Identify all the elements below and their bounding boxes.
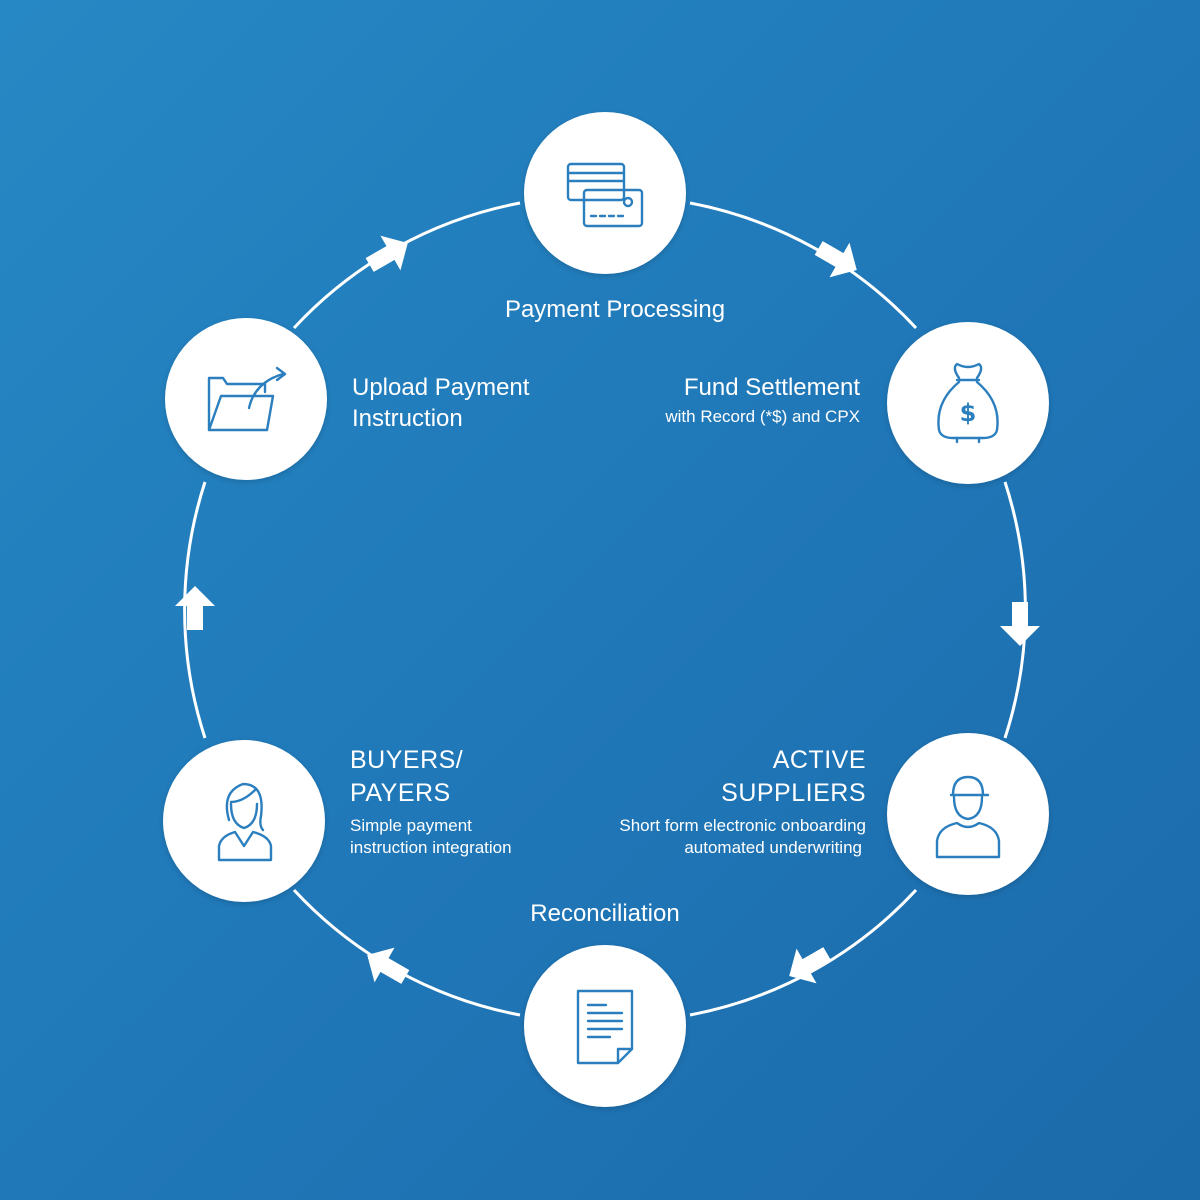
step-active-suppliers	[887, 733, 1049, 895]
reconciliation-title: Reconciliation	[530, 900, 680, 927]
fund-settlement-title: Fund Settlement	[683, 374, 860, 401]
svg-text:$: $	[960, 399, 977, 427]
arrow-left-icon	[367, 947, 410, 984]
connector-arc	[689, 201, 918, 330]
arrow-right-down-icon	[814, 241, 857, 278]
woman-user-icon	[217, 782, 273, 862]
step-fund-settlement: $	[887, 322, 1049, 484]
step-reconciliation	[524, 945, 686, 1107]
active-suppliers-subtitle-2: automated underwriting	[684, 838, 862, 857]
arrow-down-icon	[1000, 602, 1040, 646]
step-payment-processing	[524, 112, 686, 274]
buyers-payers-subtitle-1: Simple payment	[350, 816, 472, 835]
arrow-up-icon	[175, 586, 215, 630]
credit-card-icon	[566, 162, 644, 228]
active-suppliers-title-2: SUPPLIERS	[721, 779, 866, 807]
upload-instruction-title-1: Upload Payment	[352, 374, 530, 401]
document-icon	[576, 989, 634, 1065]
worker-icon	[935, 775, 1001, 859]
step-upload-instruction	[165, 318, 327, 480]
folder-upload-icon	[207, 366, 287, 432]
buyers-payers-title-1: BUYERS/	[350, 746, 464, 774]
money-bag-icon: $	[937, 362, 999, 444]
active-suppliers-title-1: ACTIVE	[772, 746, 866, 774]
active-suppliers-subtitle-1: Short form electronic onboarding	[619, 816, 866, 835]
buyers-payers-title-2: PAYERS	[350, 779, 451, 807]
arrow-right-up-icon	[365, 235, 408, 272]
upload-instruction-title-2: Instruction	[352, 405, 463, 432]
payment-processing-title: Payment Processing	[504, 296, 726, 323]
step-buyers-payers	[163, 740, 325, 902]
buyers-payers-subtitle-2: instruction integration	[350, 838, 512, 857]
fund-settlement-subtitle: with Record (*$) and CPX	[665, 407, 860, 426]
connector-arc	[183, 481, 207, 739]
arrow-left-down-icon	[789, 947, 832, 984]
